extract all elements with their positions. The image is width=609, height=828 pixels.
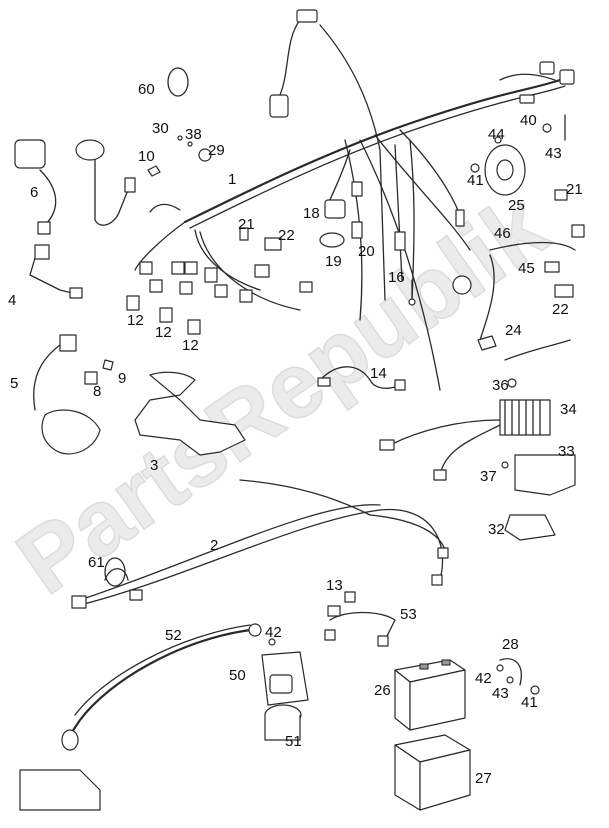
callout-61: 61: [88, 554, 105, 571]
battery-part: [394, 659, 466, 731]
callout-12b: 12: [155, 324, 172, 341]
main-wiring-harness: [134, 9, 575, 391]
sensor-cable-14: [317, 366, 406, 391]
callout-46: 46: [494, 225, 511, 242]
callout-3: 3: [150, 457, 159, 474]
callout-21a: 21: [238, 216, 255, 233]
cable-part-4: [29, 244, 83, 299]
callout-8: 8: [93, 383, 102, 400]
callout-27: 27: [475, 770, 492, 787]
callout-37: 37: [480, 468, 497, 485]
callout-20: 20: [358, 243, 375, 260]
callout-4: 4: [8, 292, 17, 309]
callout-28: 28: [502, 636, 519, 653]
cable-part-2: [71, 479, 449, 609]
handlebar-switch-part: [33, 334, 101, 455]
sensor-cable-46: [452, 224, 585, 361]
mounting-bracket-part: [134, 371, 246, 456]
small-parts-22-45: [544, 189, 574, 298]
callout-53: 53: [400, 606, 417, 623]
callout-13: 13: [326, 577, 343, 594]
callout-22a: 22: [278, 227, 295, 244]
callout-2: 2: [210, 537, 219, 554]
callout-50: 50: [229, 667, 246, 684]
ignition-switch-part: [14, 139, 57, 235]
callout-51: 51: [285, 733, 302, 750]
callout-43b: 43: [492, 685, 509, 702]
voltage-regulator-part: [379, 378, 551, 481]
callout-52: 52: [165, 627, 182, 644]
callout-40: 40: [520, 112, 537, 129]
nut-bolt-40-43: [542, 114, 566, 141]
neutral-switch-part: [75, 135, 212, 226]
callout-26: 26: [374, 682, 391, 699]
battery-box-part: [394, 734, 471, 811]
callout-33: 33: [558, 443, 575, 460]
callout-34: 34: [560, 401, 577, 418]
callout-42a: 42: [265, 624, 282, 641]
callout-12c: 12: [182, 337, 199, 354]
callout-5: 5: [10, 375, 19, 392]
callout-42b: 42: [475, 670, 492, 687]
horn-part: [470, 136, 526, 196]
callout-21b: 21: [566, 181, 583, 198]
callout-22b: 22: [552, 301, 569, 318]
starter-cable-and-motor: [19, 623, 262, 811]
connector-block-cluster: [139, 261, 253, 303]
fuse-stem-16: [408, 279, 416, 306]
callout-1: 1: [228, 171, 237, 188]
cable-ties-60-61: [104, 67, 189, 587]
callout-24: 24: [505, 322, 522, 339]
small-connectors-8-9: [84, 359, 114, 385]
relay-parts-18-19-20: [239, 199, 363, 251]
callout-41a: 41: [467, 172, 484, 189]
callout-41b: 41: [521, 694, 538, 711]
callout-38: 38: [185, 126, 202, 143]
fuse-holder-parts: [126, 295, 201, 335]
cable-part-53: [324, 591, 396, 647]
battery-cable-28: [496, 658, 540, 695]
starter-relay-parts: [261, 638, 309, 741]
callout-29: 29: [208, 142, 225, 159]
regulator-cover-parts: [501, 454, 576, 541]
callout-10: 10: [138, 148, 155, 165]
callout-14: 14: [370, 365, 387, 382]
callout-30: 30: [152, 120, 169, 137]
callout-45: 45: [518, 260, 535, 277]
callout-44: 44: [488, 126, 505, 143]
callout-12a: 12: [127, 312, 144, 329]
callout-25: 25: [508, 197, 525, 214]
callout-6: 6: [30, 184, 39, 201]
callout-9: 9: [118, 370, 127, 387]
callout-16: 16: [388, 269, 405, 286]
callout-18: 18: [303, 205, 320, 222]
callout-36: 36: [492, 377, 509, 394]
callout-32: 32: [488, 521, 505, 538]
callout-19: 19: [325, 253, 342, 270]
callout-43a: 43: [545, 145, 562, 162]
callout-60: 60: [138, 81, 155, 98]
